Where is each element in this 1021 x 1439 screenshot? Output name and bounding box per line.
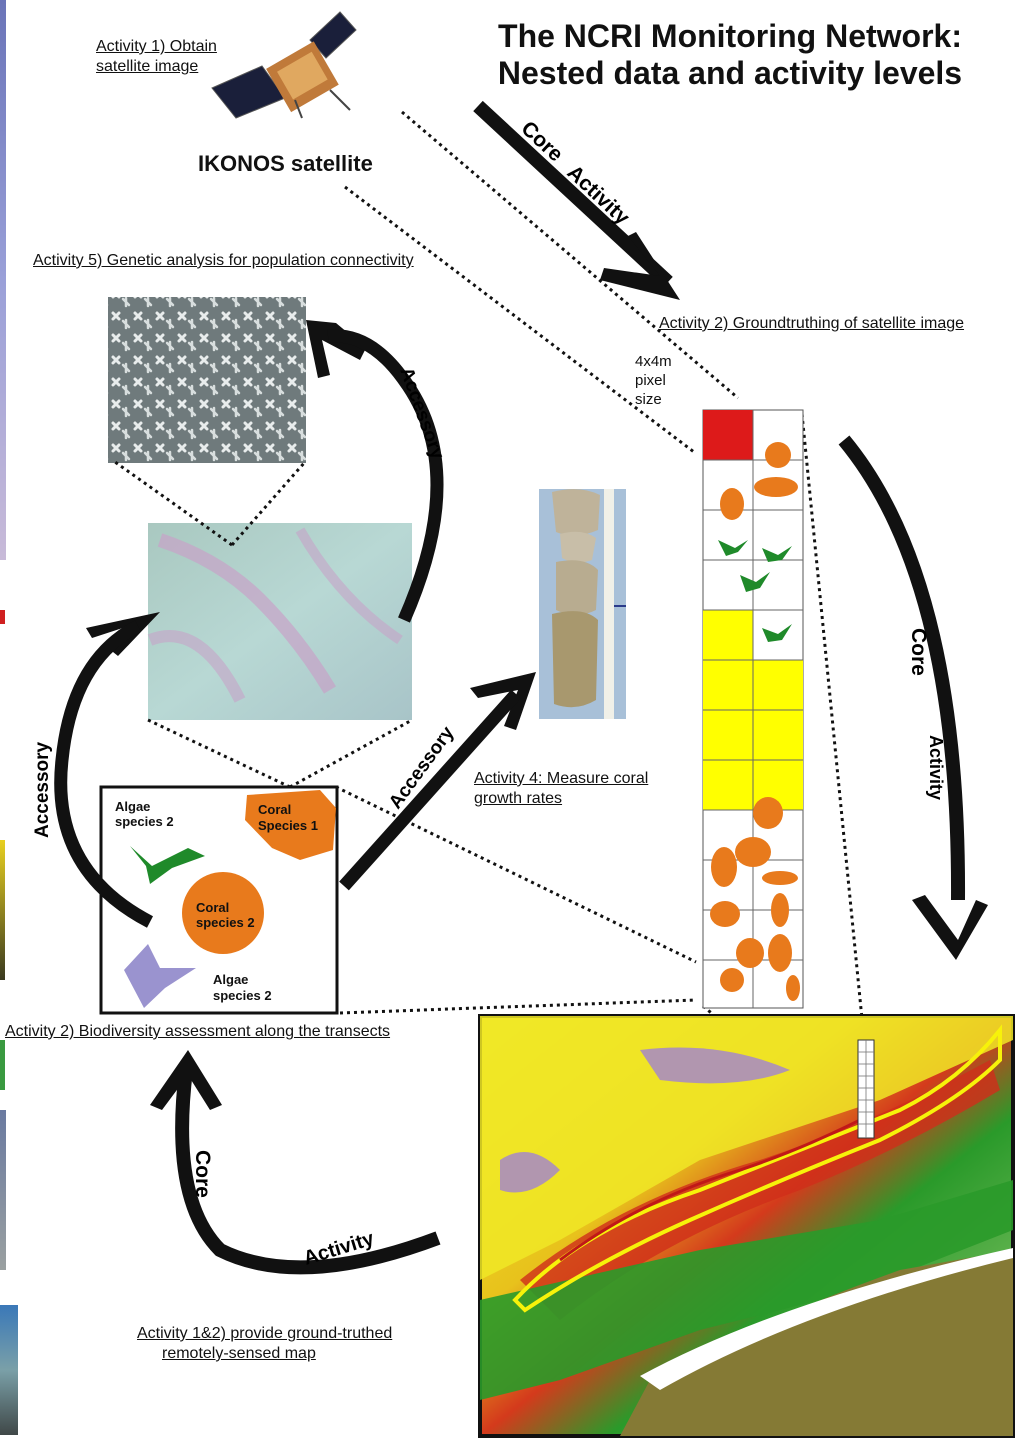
algae-top-label-1: Algae <box>115 799 150 814</box>
dotted-connectors <box>114 110 876 1142</box>
satellite-label: IKONOS satellite <box>198 151 373 176</box>
left-edge-photo-strip <box>0 1110 6 1270</box>
activity-1-2-label: Activity 1&2) provide ground-truthed rem… <box>137 1324 392 1364</box>
left-edge-photo-strip <box>0 840 5 980</box>
core-right-label-2: Activity <box>926 735 946 800</box>
activity-1-2-line-2: remotely-sensed map <box>162 1345 316 1362</box>
activity-2-biodiversity-label: Activity 2) Biodiversity assessment alon… <box>5 1023 391 1040</box>
accessory-arrow-left <box>54 620 154 928</box>
activity-1-2-line-1: Activity 1&2) provide ground-truthed <box>137 1325 393 1342</box>
coral-2-label-1: Coral <box>196 900 229 915</box>
accessory-top-label: Accessory <box>395 365 448 463</box>
algae-bottom-label-2: species 2 <box>213 988 272 1003</box>
accessory-arrow-mid <box>339 689 521 891</box>
core-bottom-label-1: Core <box>191 1150 214 1198</box>
algae-top-label-2: species 2 <box>115 814 174 829</box>
pixel-size-line-2: pixel <box>635 372 666 389</box>
pixel-size-line-3: size <box>635 391 662 408</box>
satellite-icon <box>211 11 357 119</box>
remote-sensed-map <box>478 1014 1015 1438</box>
activity-1-line-1: Activity 1) Obtain <box>96 38 217 55</box>
coral-2-label-2: species 2 <box>196 915 255 930</box>
coral-1-label-1: Coral <box>258 802 291 817</box>
activity-1-label: Activity 1) Obtain satellite image <box>96 37 217 77</box>
left-edge-photo-strip <box>0 1305 18 1435</box>
core-activity-arrows <box>175 100 966 1275</box>
core-arrow-bottom <box>175 1069 441 1275</box>
accessory-arrows <box>54 329 521 928</box>
left-edge-photo-strip <box>0 1040 5 1090</box>
pixel-size-label: 4x4m pixel size <box>635 352 672 409</box>
transect-quadrat <box>99 785 339 1015</box>
algae-bottom-label-1: Algae <box>213 972 248 987</box>
title-line-1: The NCRI Monitoring Network: <box>498 18 962 54</box>
pixel-size-line-1: 4x4m <box>635 353 672 370</box>
diagram-title: The NCRI Monitoring Network: Nested data… <box>470 18 990 92</box>
accessory-left-label: Accessory <box>32 741 53 838</box>
accessory-arrow-top <box>327 329 444 623</box>
activity-4-label: Activity 4: Measure coral growth rates <box>474 769 648 809</box>
activity-4-line-1: Activity 4: Measure coral <box>474 770 649 787</box>
activity-5-label: Activity 5) Genetic analysis for populat… <box>33 252 414 269</box>
core-arrow-top <box>473 100 673 288</box>
activity-2-groundtruth-label: Activity 2) Groundtruthing of satellite … <box>659 315 965 332</box>
chromosome-photo <box>108 297 306 463</box>
core-right-label-1: Core <box>907 628 930 676</box>
left-edge-photo-strip <box>0 0 6 560</box>
coral-core-photo <box>539 489 626 719</box>
activity-1-line-2: satellite image <box>96 58 199 75</box>
transect-strip <box>702 409 804 1009</box>
activity-4-line-2: growth rates <box>474 790 563 807</box>
algae-icons <box>718 540 792 642</box>
title-line-2: Nested data and activity levels <box>497 55 963 91</box>
core-arrow-right <box>838 435 966 901</box>
tissue-photo <box>147 523 412 720</box>
coral-1-label-2: Species 1 <box>258 818 318 833</box>
left-edge-photo-strip <box>0 610 5 624</box>
